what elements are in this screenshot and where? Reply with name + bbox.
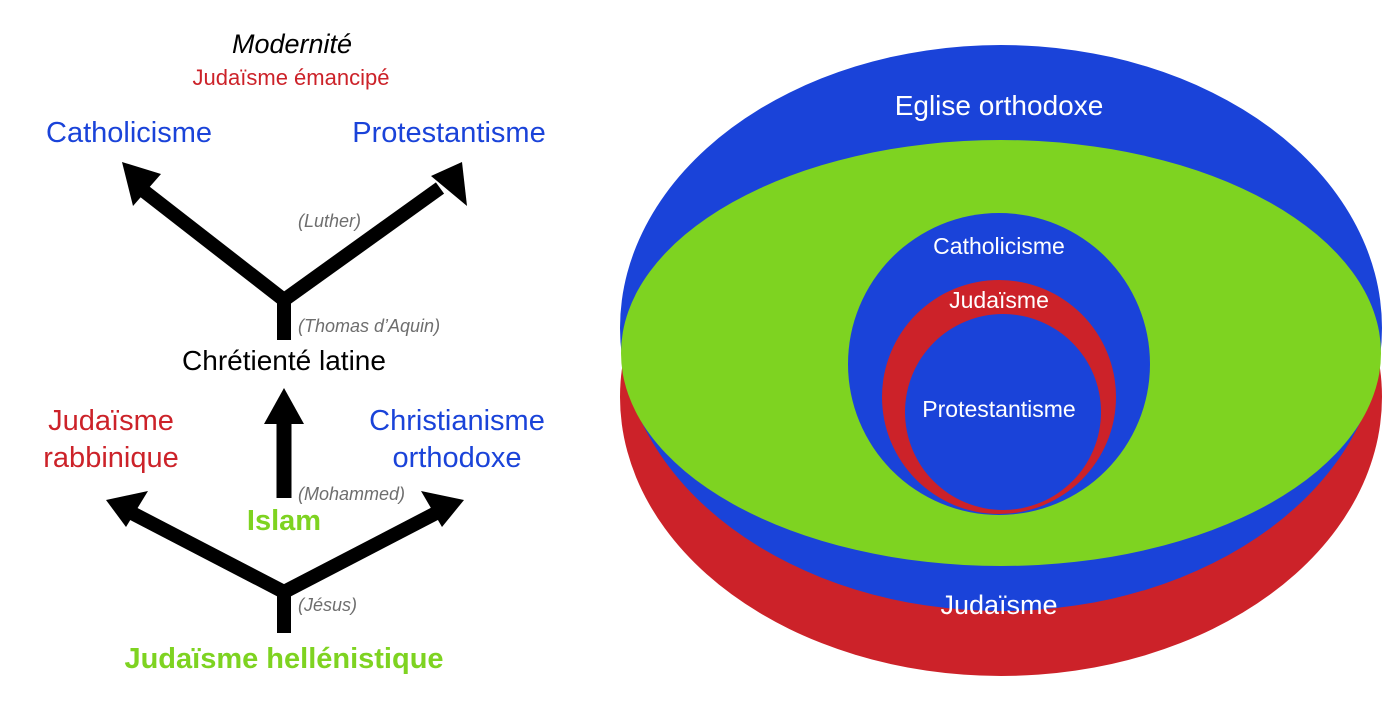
- catholicisme-label: Catholicisme: [46, 117, 212, 149]
- arrowhead-catholicism: [122, 162, 161, 206]
- judaisme-hellenistique-label: Judaïsme hellénistique: [124, 643, 444, 675]
- protestantisme-inner-label: Protestantisme: [922, 396, 1075, 422]
- judaisme-rabbinique-line1: Judaïsme: [48, 405, 174, 437]
- tree-arrows: [106, 162, 467, 633]
- jesus-note: (Jésus): [298, 595, 358, 615]
- arrowhead-orthodox: [421, 491, 464, 527]
- islam-label: Islam: [246, 505, 322, 537]
- catholicisme-inner-label: Catholicisme: [933, 233, 1065, 259]
- nested-ellipses: Eglise orthodoxe Catholicisme Judaïsme P…: [620, 45, 1382, 676]
- chretiente-latine-label: Chrétienté latine: [182, 345, 386, 376]
- historical-tree: Modernité Judaïsme émancipé Catholicisme…: [0, 0, 580, 709]
- arrowhead-latin: [264, 388, 304, 424]
- christianisme-orthodoxe-line2: orthodoxe: [392, 442, 522, 474]
- mohammed-note: (Mohammed): [298, 484, 406, 504]
- protestantisme-label: Protestantisme: [352, 117, 546, 149]
- branch-to-catholicism: [135, 182, 289, 306]
- modernite-label: Modernité: [231, 29, 353, 59]
- branch-to-protestantism: [279, 182, 445, 306]
- judaisme-inner-label: Judaïsme: [949, 287, 1049, 313]
- luther-note: (Luther): [298, 211, 362, 231]
- thomas-note: (Thomas d’Aquin): [298, 316, 441, 336]
- judaisme-outer-label: Judaïsme: [940, 590, 1057, 620]
- judaisme-emancipe-label: Judaïsme émancipé: [192, 65, 390, 90]
- christianisme-orthodoxe-line1: Christianisme: [369, 405, 545, 437]
- judaisme-rabbinique-line2: rabbinique: [43, 442, 179, 474]
- eglise-orthodoxe-label: Eglise orthodoxe: [895, 90, 1104, 121]
- nested-ellipses-diagram: Eglise orthodoxe Catholicisme Judaïsme P…: [600, 0, 1391, 709]
- branch-to-rabbinic: [126, 505, 288, 599]
- arrowhead-protestantism: [431, 162, 467, 206]
- branch-to-orthodox: [280, 505, 442, 599]
- arrowhead-rabbinic: [106, 491, 148, 527]
- protestantisme-circle: [905, 314, 1101, 510]
